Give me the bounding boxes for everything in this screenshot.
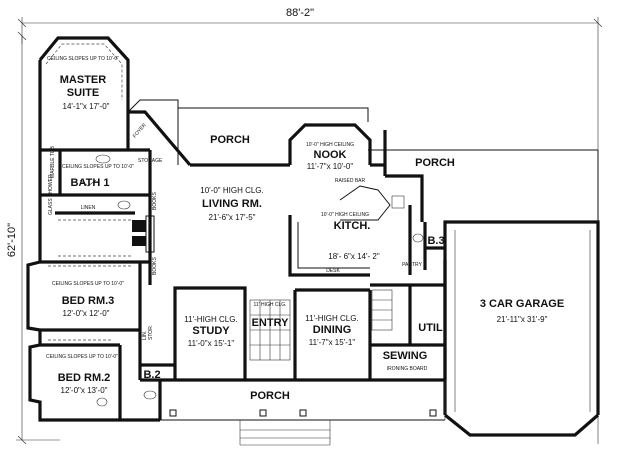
bed3-label: BED RM.3 (62, 295, 115, 307)
entry-label: ENTRY (252, 317, 290, 329)
interior-walls (40, 112, 445, 420)
books-label-1: BOOKS (152, 192, 158, 210)
overall-width-label: 88'-2" (286, 7, 314, 19)
bath1-label: BATH 1 (71, 177, 110, 189)
master-ceiling-note: CEILING SLOPES UP TO 10'-0" (47, 56, 119, 62)
glass-shower-label: GLASS SHOWER (48, 174, 54, 215)
fireplace (132, 215, 155, 253)
closet-details (45, 43, 591, 412)
garage-size: 21'-11"x 31'-9" (497, 315, 548, 324)
exterior-walls (26, 36, 600, 437)
porch-top-label: PORCH (210, 134, 250, 146)
bath1-ceiling-note: CEILING SLOPES UP TO 10'-0" (62, 164, 134, 170)
study-ceiling-note: 11'-HIGH CLG. (184, 315, 237, 324)
linen-closet-label: LIN. (142, 331, 148, 340)
bed2-label: BED RM.2 (58, 372, 111, 384)
bath3-label: B.3 (427, 235, 444, 247)
study-size: 11'-0"x 15'-1" (188, 339, 235, 348)
study-label: STUDY (192, 325, 230, 337)
ironing-board-label: IRONING BOARD (387, 366, 428, 372)
master-suite-size: 14'-1"x 17'-0" (63, 102, 110, 111)
garage-label: 3 CAR GARAGE (480, 298, 564, 310)
porch-right-label: PORCH (415, 157, 455, 169)
raised-bar-label: RAISED BAR (335, 178, 366, 184)
foyer-label: FOYER (132, 122, 148, 139)
dining-label: DINING (313, 324, 352, 336)
books-label-2: BOOKS (152, 257, 158, 275)
sewing-label: SEWING (383, 350, 428, 362)
kitchen-label: KITCH. (334, 220, 371, 232)
dining-size: 11'-7"x 15'-1" (309, 338, 356, 347)
nook-label: NOOK (314, 149, 347, 161)
entry-ceiling-note: 11' HIGH CLG. (253, 302, 286, 308)
bed3-ceiling-note: CEILING SLOPES UP TO 10'-0" (52, 281, 124, 287)
nook-size: 11'-7"x 10'-0" (307, 162, 354, 171)
bath2-label: B.2 (143, 369, 160, 381)
bed2-ceiling-note: CEILING SLOPES UP TO 10'-0" (46, 354, 118, 360)
bed3-size: 12'-0"x 12'-0" (63, 309, 110, 318)
desk-label: DESK (326, 268, 340, 274)
living-room-label: LIVING RM. (202, 198, 262, 210)
storage-closet-label: STOR. (148, 325, 154, 340)
overall-depth-label: 62'-10" (6, 223, 18, 257)
linen-label: LINEN (81, 205, 96, 211)
living-room-size: 21'-6"x 17'-5" (209, 213, 256, 222)
kitchen-size: 18'- 6"x 14'- 2" (328, 252, 380, 261)
nook-ceiling-note: 10'-0" HIGH CEILING (306, 142, 354, 148)
porch-outlines (127, 99, 599, 446)
living-ceiling-note: 10'-0" HIGH CLG. (200, 186, 264, 195)
kitchen-ceiling-note: 10'-0" HIGH CEILING (321, 212, 369, 218)
marble-tub-label: MARBLE TUB (50, 145, 56, 178)
storage-label: STORAGE (138, 158, 163, 164)
room-labels: CEILING SLOPES UP TO 10'-0" MASTER SUITE… (46, 56, 564, 402)
utility-label: UTIL. (418, 322, 446, 334)
master-suite-label-2: SUITE (67, 87, 99, 99)
porch-bottom-label: PORCH (250, 390, 290, 402)
bed2-size: 12'-0"x 13'-0" (61, 386, 108, 395)
pantry-label: PANTRY (402, 262, 422, 268)
dining-ceiling-note: 11'-HIGH CLG. (305, 314, 358, 323)
master-suite-label: MASTER (60, 74, 107, 86)
